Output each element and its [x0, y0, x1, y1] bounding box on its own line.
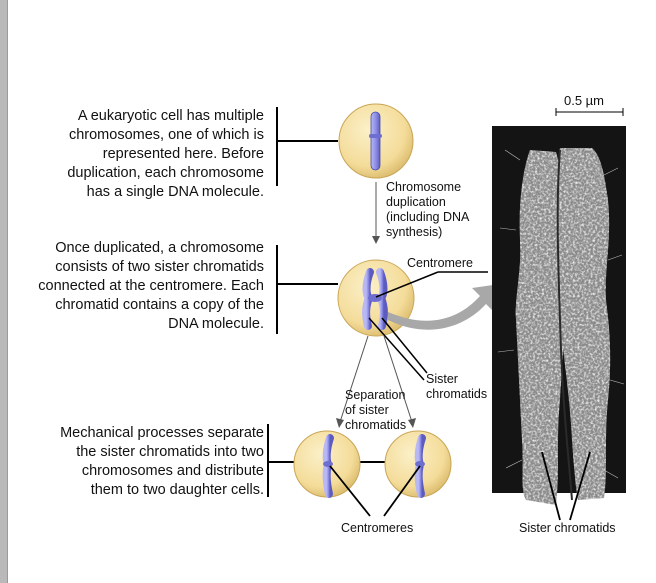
duplication-label-line: synthesis) — [386, 225, 443, 239]
paragraph-separation: Mechanical processes separate the sister… — [60, 424, 264, 500]
scale-bar — [555, 108, 624, 116]
p2-line: connected at the centromere. Each — [38, 278, 264, 294]
separation-label-line: of sister — [345, 403, 389, 417]
duplication-label-line: (including DNA — [386, 210, 470, 224]
p2-line: DNA molecule. — [168, 316, 264, 332]
daughter-cell-right — [384, 430, 452, 498]
sister-label-line: chromatids — [426, 387, 488, 401]
p2-line: chromatid contains a copy of the — [55, 297, 264, 313]
separation-arrows — [336, 335, 416, 428]
p3-line: the sister chromatids into two — [76, 444, 264, 460]
duplication-label-line: Chromosome — [386, 180, 462, 194]
p3-line: chromosomes and distribute — [81, 463, 264, 479]
centromere-label: Centromere — [407, 256, 473, 270]
p2-line: consists of two sister chromatids — [55, 259, 264, 275]
p2-line: Once duplicated, a chromosome — [55, 240, 264, 256]
sister-chromatid-pointers — [368, 317, 428, 381]
left-scrollbar-edge — [0, 0, 8, 583]
separation-label-line: Separation — [345, 388, 406, 402]
p1-line: A eukaryotic cell has multiple — [77, 108, 264, 124]
magnify-arrow — [388, 284, 500, 330]
cell-before-duplication — [338, 103, 414, 179]
scale-label: 0.5 µm — [564, 93, 605, 108]
centromeres-label: Centromeres — [341, 521, 414, 535]
centromere-pointer — [375, 271, 488, 298]
p1-line: represented here. Before — [102, 146, 264, 162]
duplication-label: Chromosome duplication (including DNA sy… — [386, 180, 469, 240]
daughter-cell-left — [293, 430, 361, 498]
p1-line: chromosomes, one of which is — [68, 127, 264, 143]
separation-label-line: chromatids — [345, 418, 407, 432]
p3-line: Mechanical processes separate — [60, 425, 264, 441]
paragraph-before-duplication: A eukaryotic cell has multiple chromosom… — [67, 107, 264, 202]
micrograph-chromatid-pointers — [541, 451, 591, 521]
duplication-arrow — [372, 182, 380, 244]
paragraph-duplicated: Once duplicated, a chromosome consists o… — [38, 239, 264, 334]
p1-line: duplication, each chromosome — [67, 165, 264, 181]
separation-label: Separation of sister chromatids — [345, 388, 406, 433]
centromeres-pointers — [329, 465, 421, 517]
duplication-label-line: duplication — [386, 195, 446, 209]
electron-micrograph — [492, 126, 626, 505]
p3-line: them to two daughter cells. — [90, 482, 264, 498]
p1-line: has a single DNA molecule. — [86, 184, 264, 200]
micrograph-sister-chromatids-label: Sister chromatids — [519, 521, 616, 535]
sister-label-line: Sister — [426, 372, 458, 386]
sister-chromatids-label: Sister chromatids — [426, 372, 487, 402]
bracket-lines — [267, 107, 386, 497]
